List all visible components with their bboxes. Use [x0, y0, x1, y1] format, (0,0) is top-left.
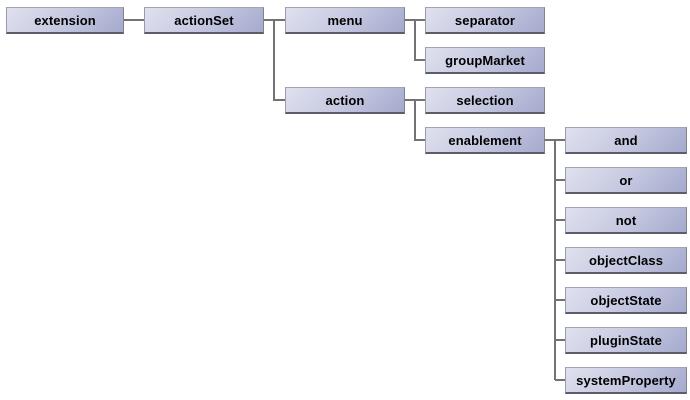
node-objectstate: objectState [565, 287, 687, 314]
node-and: and [565, 127, 687, 154]
node-selection: selection [425, 87, 545, 114]
node-action: action [285, 87, 405, 114]
node-actionset: actionSet [144, 7, 264, 34]
node-groupmarket: groupMarket [425, 47, 545, 74]
node-not: not [565, 207, 687, 234]
node-menu: menu [285, 7, 405, 34]
node-systemproperty: systemProperty [565, 367, 687, 394]
node-pluginstate: pluginState [565, 327, 687, 354]
node-objectclass: objectClass [565, 247, 687, 274]
node-extension: extension [6, 7, 124, 34]
node-separator: separator [425, 7, 545, 34]
node-or: or [565, 167, 687, 194]
node-enablement: enablement [425, 127, 545, 154]
